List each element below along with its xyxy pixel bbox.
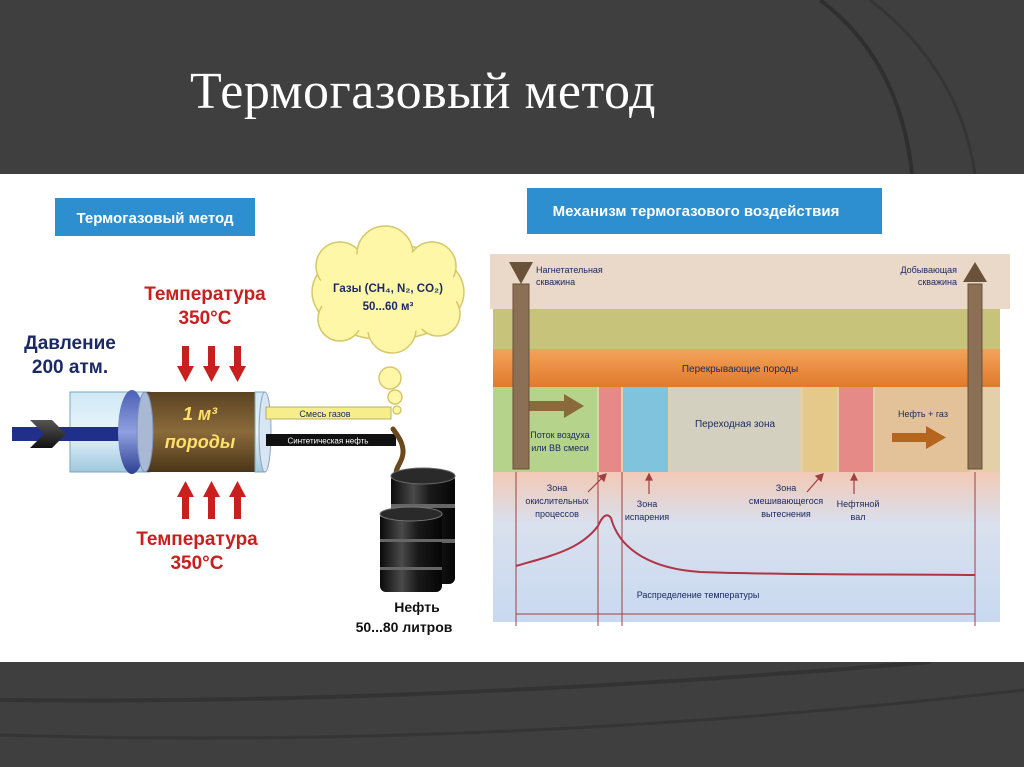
oil-gas-label: Нефть + газ [898,409,948,419]
content-panel: Термогазовый метод Давление 200 атм. Тем… [0,174,1024,662]
zone-transition [670,387,800,472]
oil-label: Нефть [394,599,440,615]
oil-bank-line1: Нефтяной [837,499,880,509]
temp-bottom-label: Температура [136,529,258,550]
zone-pointers [587,472,858,494]
chart-dividers [515,472,976,626]
temp-bottom-value: 350°C [170,553,223,574]
air-flow-line1: Поток воздуха [530,430,589,440]
left-header: Термогазовый метод [76,210,234,227]
synthetic-oil-label: Синтетическая нефть [288,437,369,446]
heat-arrows-top [177,346,246,382]
oil-drip [390,426,406,477]
right-header: Механизм термогазового воздействия [553,203,840,220]
zone-oxidation-line2: окислительных [525,496,589,506]
surface-layer [490,254,1010,309]
production-well-line2: скважина [918,277,957,287]
oil-value: 50...80 литров [356,619,453,635]
gas-cloud-fill [318,250,458,334]
oil-bank-line2: вал [851,512,866,522]
zone-mixing-line3: вытеснения [761,509,811,519]
injection-well [509,262,533,470]
piston-rod [12,427,132,441]
pressure-value: 200 атм. [32,357,108,378]
injection-arrow-icon [509,262,533,284]
diagram-canvas: Термогазовый метод Давление 200 атм. Тем… [12,188,1010,635]
overburden-label: Перекрывающие породы [682,364,798,375]
temp-top-value: 350°C [178,308,231,329]
injection-well-line2: скважина [536,277,575,287]
injection-well-line1: Нагнетательная [536,265,603,275]
air-flow-arrow-icon [528,394,584,418]
zone-oxidation-line1: Зона [547,483,567,493]
zone-mixing-line1: Зона [776,483,796,493]
upper-formation [493,309,1000,349]
production-arrow-icon [963,262,987,282]
zone-evaporation-line1: Зона [637,499,657,509]
gases-line2: 50...60 м³ [363,301,414,313]
zone-evaporation-line2: испарения [625,512,669,522]
zone-evaporation-band [623,387,668,472]
gas-mix-pipe [265,406,392,420]
transition-zone-label: Переходная зона [695,419,776,430]
zone-oil-gas [875,387,970,472]
oil-pipe [266,434,396,446]
zone-mixing-band [803,387,837,472]
oil-barrels-icon [379,467,456,592]
heat-arrows-bottom [177,481,246,519]
zone-oxidation-line3: процессов [535,509,579,519]
zone-mixing-line2: смешивающегося [749,496,823,506]
temperature-curve [515,514,976,576]
temperature-distribution-label: Распределение температуры [637,590,760,600]
temp-top-label: Температура [144,284,266,305]
rock-label: породы [165,432,236,452]
right-diagram: Механизм термогазового воздействия Перек… [490,188,1010,626]
production-well-line1: Добывающая [900,265,957,275]
right-header-box [527,188,882,234]
overburden-layer [493,349,1000,387]
reactor-cylinder [12,390,272,474]
oil-gas-arrow-icon [892,426,946,449]
production-well [963,262,987,470]
zone-oil-bank-band [839,387,873,472]
gas-mix-label: Смесь газов [299,409,350,419]
left-diagram: Термогазовый метод Давление 200 атм. Тем… [12,198,465,635]
pressure-label: Давление [24,333,116,354]
rock-volume: 1 м³ [183,404,218,424]
slide-title: Термогазовый метод [190,63,656,120]
gases-line1: Газы (CH₄, N₂, CO₂) [333,283,443,295]
left-header-box [55,198,255,236]
air-flow-line2: или ВВ смеси [531,443,589,453]
chart-area [493,472,1000,622]
piston-arrow-icon [30,420,66,448]
zone-oxidation-band [599,387,621,472]
